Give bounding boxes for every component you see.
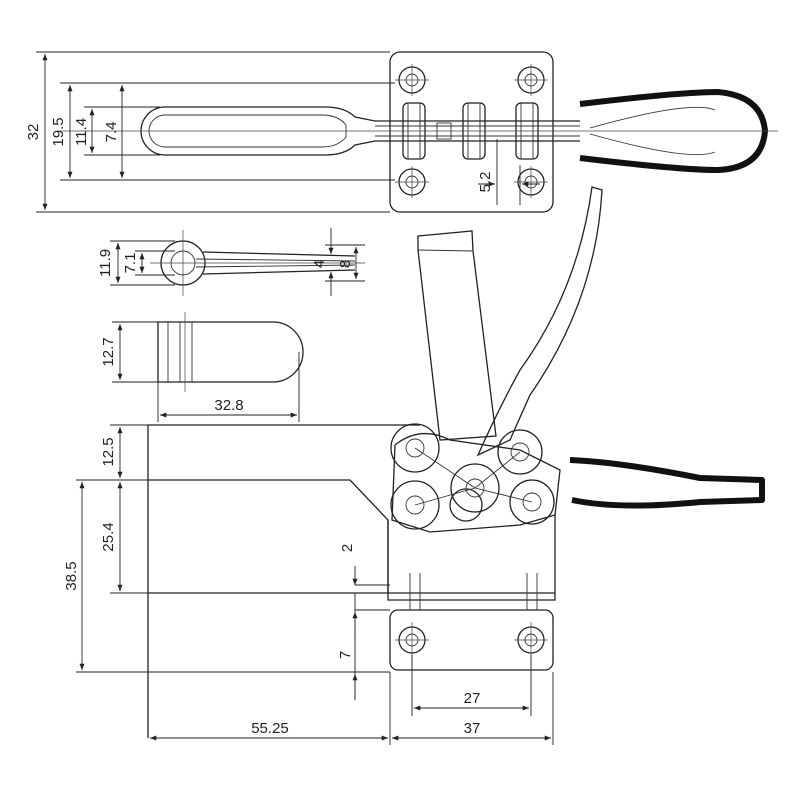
- side-view-raised-arm: [417, 230, 497, 441]
- dim-12-5: 12.5: [100, 437, 117, 466]
- dim-27: 27: [464, 690, 481, 707]
- dim-38-5: 38.5: [63, 561, 80, 590]
- arm-detail-dimensions: [110, 228, 365, 296]
- top-view-spindle-arm: [140, 106, 591, 156]
- top-view-base-plate: [389, 51, 554, 213]
- top-view-dimensions: [36, 51, 540, 213]
- side-view-base-plate: [389, 609, 554, 671]
- dim-25-4: 25.4: [100, 522, 117, 551]
- dim-7-1: 7.1: [122, 253, 139, 274]
- clamp-pad-detail-view: [157, 312, 304, 392]
- clamp-pad-dimensions: [112, 321, 300, 422]
- dim-32: 32: [25, 124, 42, 141]
- dim-11-9: 11.9: [97, 249, 114, 277]
- dim-19-5: 19.5: [50, 117, 67, 146]
- dim-11-4: 11.4: [73, 118, 90, 146]
- dim-4: 4: [311, 260, 328, 268]
- dim-7-4: 7.4: [103, 122, 120, 143]
- dim-2: 2: [339, 544, 356, 552]
- dim-12-7: 12.7: [100, 337, 117, 366]
- side-view-raised-lever: [476, 186, 603, 457]
- dim-8: 8: [337, 260, 354, 268]
- side-view-handle-grip: [569, 457, 765, 509]
- side-view-pivot-links: [390, 423, 561, 533]
- side-view-mounting-holes: [395, 622, 548, 660]
- dim-32-8: 32.8: [214, 397, 243, 414]
- side-view-body: [147, 424, 555, 738]
- dim-37: 37: [464, 720, 481, 737]
- dim-7: 7: [337, 651, 354, 659]
- side-view: [147, 186, 765, 738]
- side-view-dimensions: [76, 424, 554, 745]
- dim-55-25: 55.25: [251, 720, 289, 737]
- top-view: [60, 51, 778, 213]
- top-view-mounting-holes: [395, 64, 548, 198]
- arm-detail-view: [150, 230, 365, 296]
- dim-5-2: 5.2: [477, 172, 494, 193]
